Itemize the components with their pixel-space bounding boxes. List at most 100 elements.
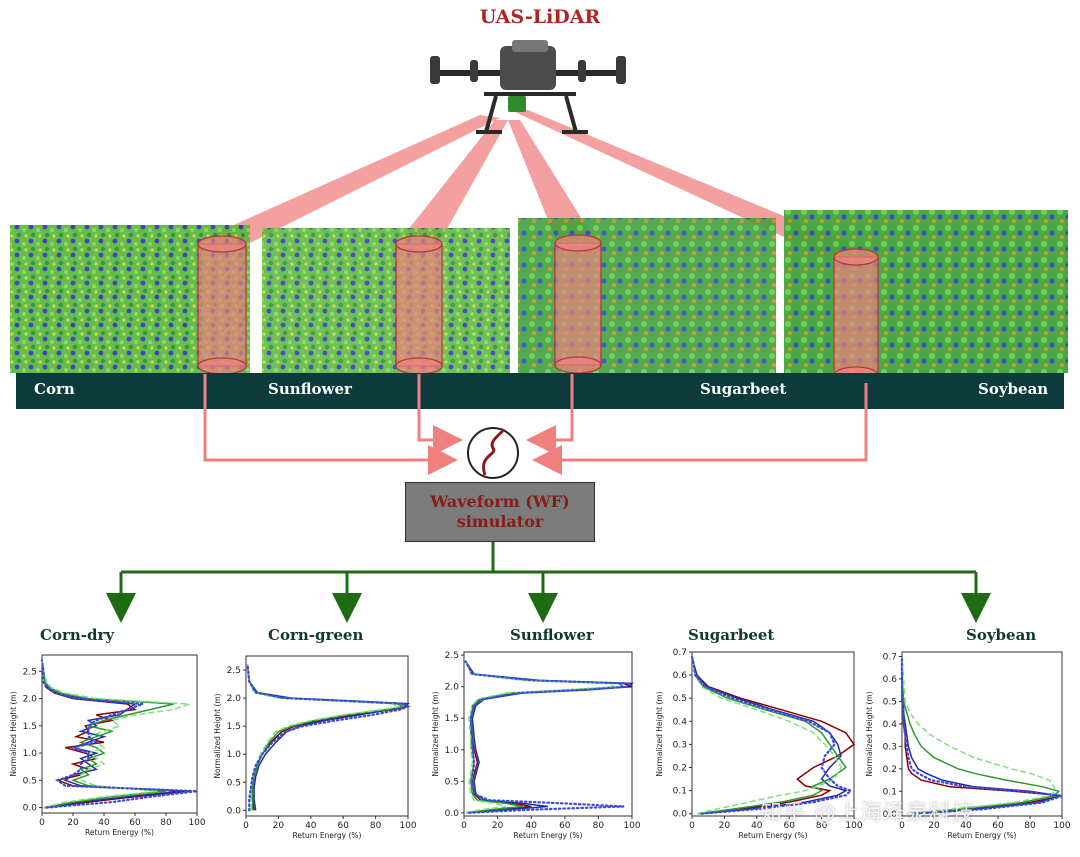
x-tick-label: 40	[751, 821, 763, 831]
x-tick-label: 20	[273, 821, 285, 831]
x-tick-label: 80	[160, 818, 172, 828]
chart-frame	[901, 651, 1063, 817]
y-tick-label: 0.0	[445, 809, 460, 819]
crop-banner	[16, 373, 1064, 409]
input-connectors	[203, 374, 868, 475]
series-line-4	[690, 655, 853, 815]
chart-frame	[463, 651, 633, 817]
series-line-4	[246, 663, 411, 812]
y-tick-label: 0.7	[883, 652, 897, 662]
series-line-4	[464, 660, 631, 814]
x-tick-label: 0	[689, 821, 695, 831]
y-axis-label: Normalized Height (m)	[431, 691, 440, 776]
x-tick-label: 20	[67, 818, 79, 828]
y-tick-label: 2.0	[227, 694, 242, 704]
y-tick-label: 2.0	[23, 695, 38, 705]
series-line-3	[465, 661, 616, 814]
footprint-cylinders	[197, 234, 879, 384]
waveform-simulator-box: Waveform (WF) simulator	[405, 482, 595, 542]
series-line-2	[691, 656, 847, 815]
x-tick-label: 60	[992, 821, 1004, 831]
x-tick-label: 100	[1053, 821, 1070, 831]
y-tick-label: 1.0	[227, 750, 242, 760]
y-tick-label: 1.0	[23, 749, 38, 759]
chart-frame	[245, 655, 409, 817]
crop-label-sugarbeet: Sugarbeet	[700, 380, 787, 398]
y-tick-label: 1.5	[23, 722, 37, 732]
y-tick-label: 0.5	[23, 776, 37, 786]
chart-title-sunflower: Sunflower	[510, 626, 594, 644]
y-axis-label: Normalized Height (m)	[213, 693, 222, 778]
chart-title-corn-green: Corn-green	[268, 626, 364, 644]
x-tick-label: 20	[492, 821, 504, 831]
connector-corn	[203, 374, 458, 475]
y-axis-label: Normalized Height (m)	[655, 691, 664, 776]
series-line-1	[691, 656, 848, 815]
x-axis-label: Return Energy (%)	[739, 831, 808, 840]
y-tick-label: 2.5	[23, 667, 37, 677]
y-tick-label: 0.0	[673, 810, 688, 820]
point-cloud-sunflower	[262, 228, 510, 373]
y-tick-label: 0.7	[673, 648, 687, 658]
y-tick-label: 0.4	[673, 717, 688, 727]
cylinder-corn	[197, 235, 247, 375]
simulator-label-line2: simulator	[456, 512, 544, 531]
x-axis-label: Return Energy (%)	[514, 831, 583, 840]
chart-title-sugarbeet: Sugarbeet	[688, 626, 775, 644]
y-tick-label: 1.5	[227, 722, 241, 732]
y-tick-label: 0.5	[445, 777, 459, 787]
y-tick-label: 0.6	[883, 675, 898, 685]
beam-sunflower	[400, 120, 508, 245]
series-line-4	[900, 655, 1063, 815]
y-tick-label: 0.0	[23, 804, 38, 814]
crop-label-corn: Corn	[34, 380, 75, 398]
y-tick-label: 2.0	[445, 683, 460, 693]
page-title: UAS-LiDAR	[479, 6, 601, 28]
x-tick-label: 100	[399, 821, 416, 831]
x-tick-label: 80	[370, 821, 382, 831]
series-line-4	[40, 659, 198, 809]
x-tick-label: 100	[188, 818, 205, 828]
simulator-label-line1: Waveform (WF)	[430, 492, 570, 511]
y-tick-label: 0.4	[883, 720, 898, 730]
cylinder-sunflower	[395, 235, 443, 375]
crop-label-soybean: Soybean	[978, 380, 1049, 398]
beam-corn	[200, 115, 500, 245]
chart-title-soybean: Soybean	[966, 626, 1037, 644]
x-tick-label: 20	[719, 821, 731, 831]
series-line-2	[901, 656, 1061, 815]
x-tick-label: 100	[845, 821, 862, 831]
y-axis-label: Normalized Height (m)	[865, 691, 874, 776]
y-tick-label: 2.5	[445, 651, 459, 661]
crop-label-sunflower: Sunflower	[268, 380, 352, 398]
x-tick-label: 0	[243, 821, 249, 831]
x-axis-label: Return Energy (%)	[948, 831, 1017, 840]
y-tick-label: 0.2	[673, 763, 687, 773]
series-line-0	[691, 656, 856, 815]
x-tick-label: 80	[1024, 821, 1036, 831]
x-tick-label: 80	[816, 821, 828, 831]
chart-frame	[41, 654, 198, 814]
x-tick-label: 40	[305, 821, 317, 831]
x-tick-label: 60	[129, 818, 141, 828]
y-tick-label: 0.0	[883, 810, 898, 820]
cylinder-soybean	[833, 248, 879, 384]
x-tick-label: 0	[39, 818, 45, 828]
y-axis-label: Normalized Height (m)	[9, 691, 18, 776]
y-tick-label: 0.6	[673, 671, 688, 681]
x-axis-label: Return Energy (%)	[85, 828, 154, 837]
chart-frame	[691, 651, 855, 817]
connector-soybean	[532, 383, 868, 475]
y-tick-label: 0.1	[673, 787, 687, 797]
point-cloud-panels	[10, 210, 1068, 373]
chart-title-corn-dry: Corn-dry	[40, 626, 115, 644]
y-tick-label: 0.0	[227, 806, 242, 816]
y-tick-label: 0.5	[227, 778, 241, 788]
x-tick-label: 40	[960, 821, 972, 831]
x-tick-label: 0	[899, 821, 905, 831]
